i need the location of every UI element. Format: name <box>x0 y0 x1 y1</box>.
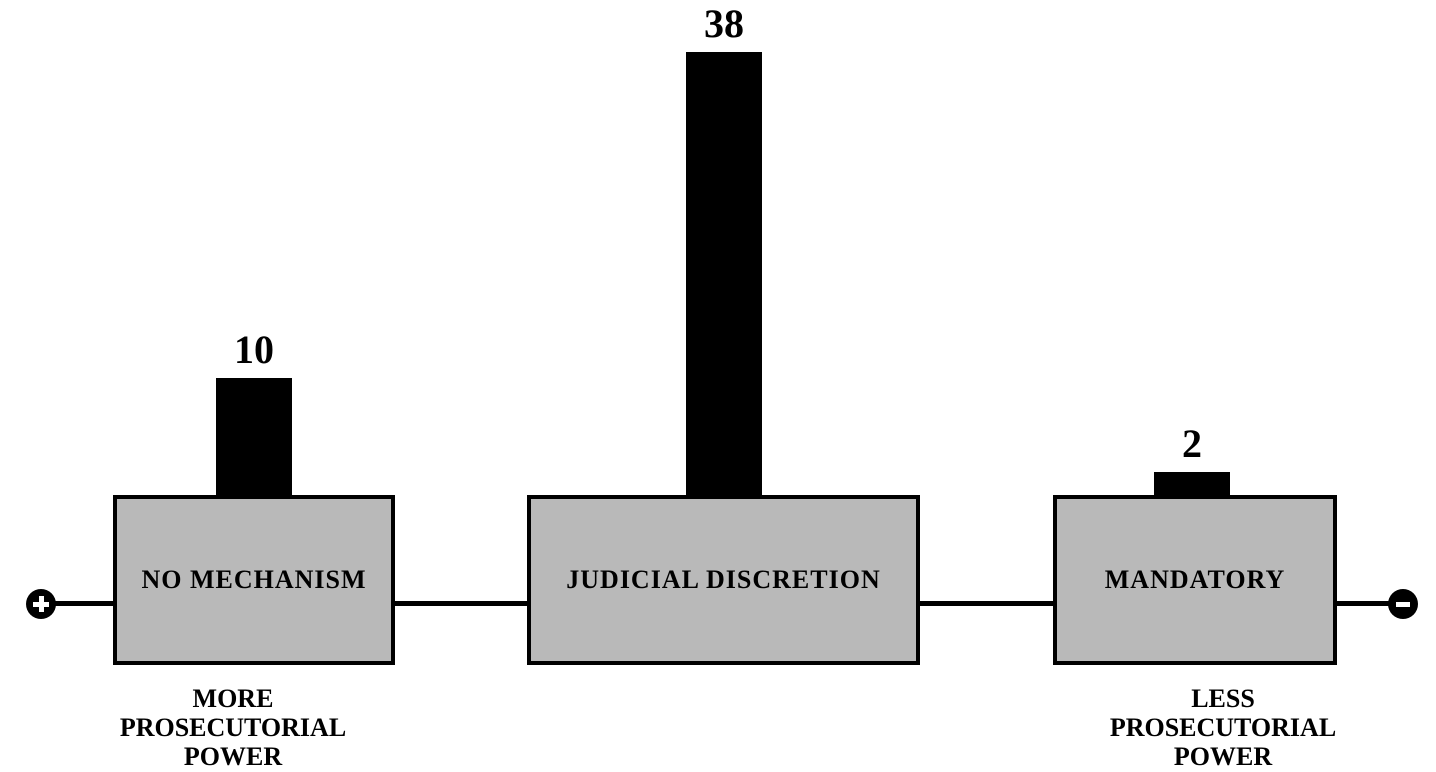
category-box-judicial-discretion: JUDICIAL DISCRETION <box>527 495 920 665</box>
axis-line-segment-3 <box>916 601 1057 606</box>
axis-line-segment-2 <box>391 601 531 606</box>
bar-value-label: 38 <box>704 1 744 46</box>
less-prosecutorial-power-label: LESS PROSECUTORIAL POWER <box>1109 684 1337 771</box>
bar-judicial-discretion <box>686 52 762 495</box>
minus-terminal-icon <box>1388 589 1418 619</box>
axis-line-segment-1 <box>41 601 115 606</box>
category-label: JUDICIAL DISCRETION <box>566 565 881 594</box>
category-label: NO MECHANISM <box>141 565 367 594</box>
bar-value-label: 10 <box>234 327 274 372</box>
axis-line-segment-4 <box>1333 601 1403 606</box>
more-prosecutorial-power-label: MORE PROSECUTORIAL POWER <box>119 684 347 771</box>
category-box-mandatory: MANDATORY <box>1053 495 1337 665</box>
bar-group-no-mechanism: 10 <box>154 330 354 495</box>
bar-group-judicial-discretion: 38 <box>624 4 824 495</box>
bar-no-mechanism <box>216 378 292 495</box>
plus-icon-vertical-stroke <box>39 596 44 612</box>
category-box-no-mechanism: NO MECHANISM <box>113 495 395 665</box>
minus-icon-stroke <box>1396 602 1410 607</box>
bar-group-mandatory: 2 <box>1092 424 1292 495</box>
bar-value-label: 2 <box>1182 421 1202 466</box>
plus-terminal-icon <box>26 589 56 619</box>
bar-mandatory <box>1154 472 1230 495</box>
category-label: MANDATORY <box>1104 565 1286 594</box>
